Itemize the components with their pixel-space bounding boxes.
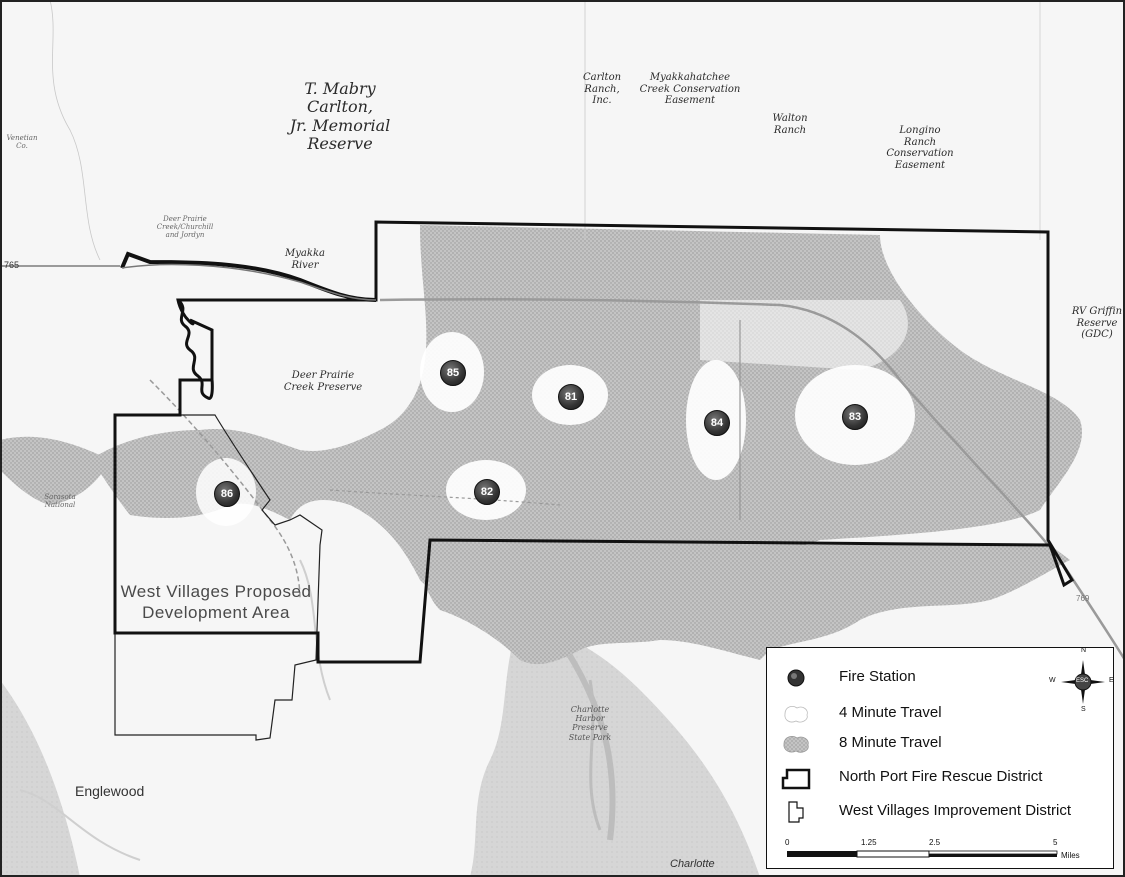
scale-tick-2: 2.5 <box>929 838 941 847</box>
legend-item-fire-station: Fire Station <box>767 664 1067 692</box>
fire-station-85[interactable]: 85 <box>440 360 466 386</box>
scale-unit: Miles <box>1061 851 1080 860</box>
four-minute-coverage <box>196 300 915 526</box>
label-edge-left-top: Venetian Co. <box>6 134 38 151</box>
label-deer-prairie-creek-preserve: Deer Prairie Creek Preserve <box>283 370 363 393</box>
eight-minute-swatch-icon <box>783 736 809 753</box>
development-area-label: West Villages Proposed Development Area <box>120 582 312 622</box>
label-englewood: Englewood <box>75 783 145 799</box>
label-carlton-ranch: Carlton Ranch, Inc. <box>582 72 622 106</box>
scale-tick-3: 5 <box>1053 838 1058 847</box>
myakka-river-boundary <box>176 298 214 400</box>
label-myakka-river: Myakka River <box>285 248 325 271</box>
label-edge-left-mid: Sarasota National <box>44 493 76 510</box>
road-label-ne: 769 <box>1076 594 1090 603</box>
fire-station-86[interactable]: 86 <box>214 481 240 507</box>
district-boundary-symbol-icon <box>781 768 811 790</box>
legend-label-eight-minute: 8 Minute Travel <box>839 734 942 751</box>
label-charlotte: Charlotte <box>670 858 715 870</box>
legend-item-four-minute: 4 Minute Travel <box>767 700 1067 728</box>
fire-station-81[interactable]: 81 <box>558 384 584 410</box>
map-legend: Fire Station 4 Minute Travel 8 Minute Tr… <box>766 647 1114 869</box>
label-longino-ranch: Longino Ranch Conservation Easement <box>886 125 954 171</box>
north-arrow-compass: N S E W ESC <box>1049 647 1114 713</box>
compass-w: W <box>1049 677 1056 684</box>
label-walton-ranch: Walton Ranch <box>772 113 808 136</box>
river-strip-inner <box>121 263 377 301</box>
improvement-district-boundary <box>114 414 323 741</box>
compass-s: S <box>1081 706 1086 713</box>
scale-bar-graphic <box>787 850 1058 858</box>
label-myakkahatchee-easement: Myakkahatchee Creek Conservation Easemen… <box>639 72 741 106</box>
scale-tick-0: 0 <box>785 838 790 847</box>
water-bodies <box>0 559 760 877</box>
fire-district-boundary <box>113 220 1075 664</box>
compass-e: E <box>1109 677 1114 684</box>
compass-n: N <box>1081 647 1087 654</box>
legend-label-improvement: West Villages Improvement District <box>839 802 1072 819</box>
label-carlton-reserve: T. Mabry Carlton, Jr. Memorial Reserve <box>289 79 391 154</box>
fire-station-symbol-icon <box>787 669 805 687</box>
legend-label-four-minute: 4 Minute Travel <box>839 704 942 721</box>
legend-label-district: North Port Fire Rescue District <box>839 768 1043 785</box>
fire-station-82[interactable]: 82 <box>474 479 500 505</box>
fire-station-83[interactable]: 83 <box>842 404 868 430</box>
label-rv-griffin-reserve: RV Griffin Reserve (GDC) <box>1071 306 1123 340</box>
four-minute-swatch-icon <box>784 706 808 723</box>
legend-item-eight-minute: 8 Minute Travel <box>767 730 1067 758</box>
label-charlotte-harbor-preserve: Charlotte Harbor Preserve State Park <box>568 705 612 742</box>
legend-item-improvement: West Villages Improvement District <box>767 798 1071 826</box>
improvement-boundary-symbol-icon <box>788 801 804 823</box>
fire-station-84[interactable]: 84 <box>704 410 730 436</box>
legend-item-district: North Port Fire Rescue District <box>767 764 1067 792</box>
scale-bar: 0 1.25 2.5 5 Miles <box>785 838 1080 864</box>
compass-rose-icon <box>1061 660 1105 704</box>
legend-label-fire-station: Fire Station <box>839 668 916 685</box>
compass-center: ESC <box>1076 678 1089 684</box>
road-label-765: 765 <box>4 260 20 270</box>
scale-tick-1: 1.25 <box>861 838 877 847</box>
label-deer-prairie-creek-jordyn: Deer Prairie Creek/Churchill and Jordyn <box>156 215 214 240</box>
